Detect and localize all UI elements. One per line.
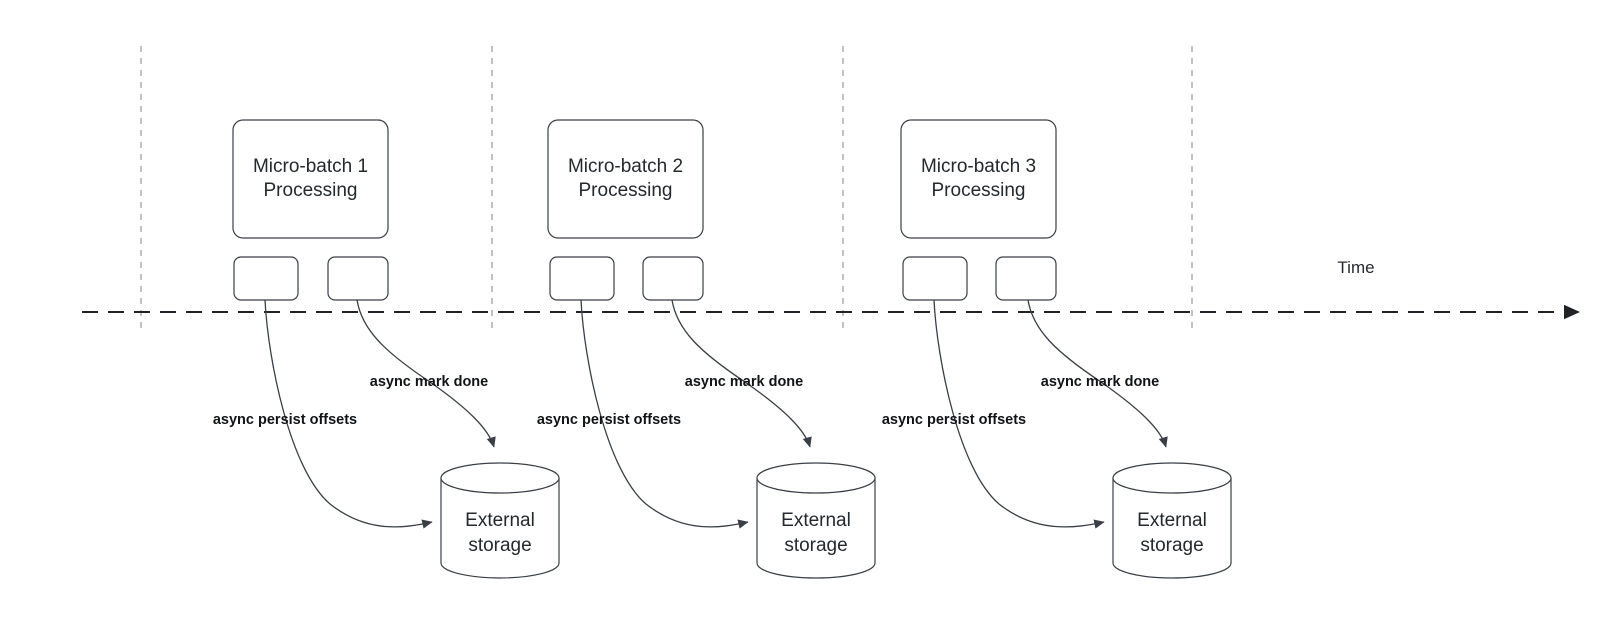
micro-batch-2-box[interactable] [547, 119, 704, 239]
async-persist-offsets-3-label: async persist offsets [882, 412, 1026, 428]
external-storage-3-body [1112, 478, 1232, 579]
external-storage-1-body [440, 478, 560, 579]
async-mark-done-2-arrow [671, 299, 812, 448]
mark-done-task-1-box[interactable] [327, 256, 389, 301]
micro-batch-2-title-line1: Micro-batch 2 [568, 156, 683, 177]
external-storage-2-label-line1: External [781, 510, 851, 531]
async-mark-done-3-arrow [1027, 299, 1168, 448]
micro-batch-3-title-line2: Processing [932, 180, 1026, 201]
async-persist-offsets-2-arrow [580, 299, 749, 529]
async-persist-offsets-3-arrow [933, 299, 1105, 529]
micro-batch-2-title-line2: Processing [579, 180, 673, 201]
timeline-tick-group [140, 46, 1193, 334]
persist-task-1-box[interactable] [233, 256, 299, 301]
external-storage-3-label-line2: storage [1140, 535, 1203, 556]
mark-done-task-3-box[interactable] [995, 256, 1057, 301]
micro-batch-1-box[interactable] [232, 119, 389, 239]
external-storage-3-top[interactable] [1112, 462, 1232, 494]
async-persist-offsets-2-label: async persist offsets [537, 412, 681, 428]
async-mark-done-2-label: async mark done [685, 374, 803, 390]
micro-batch-3-box[interactable] [900, 119, 1057, 239]
persist-task-3-box[interactable] [902, 256, 968, 301]
external-storage-2-label-line2: storage [784, 535, 847, 556]
async-mark-done-3-label: async mark done [1041, 374, 1159, 390]
timeline-axis-label: Time [1337, 258, 1374, 277]
async-persist-offsets-1-arrow [264, 299, 433, 529]
micro-batch-1-title-line1: Micro-batch 1 [253, 156, 368, 177]
external-storage-1-label-line1: External [465, 510, 535, 531]
mark-done-task-2-box[interactable] [642, 256, 704, 301]
external-storage-2-top[interactable] [756, 462, 876, 494]
persist-task-2-box[interactable] [549, 256, 615, 301]
external-storage-1-top[interactable] [440, 462, 560, 494]
external-storage-3-label-line1: External [1137, 510, 1207, 531]
async-mark-done-1-label: async mark done [370, 374, 488, 390]
async-mark-done-1-arrow [356, 299, 496, 448]
async-persist-offsets-1-label: async persist offsets [213, 412, 357, 428]
external-storage-2-body [756, 478, 876, 579]
micro-batch-1-title-line2: Processing [264, 180, 358, 201]
micro-batch-3-title-line1: Micro-batch 3 [921, 156, 1036, 177]
external-storage-1-label-line2: storage [468, 535, 531, 556]
